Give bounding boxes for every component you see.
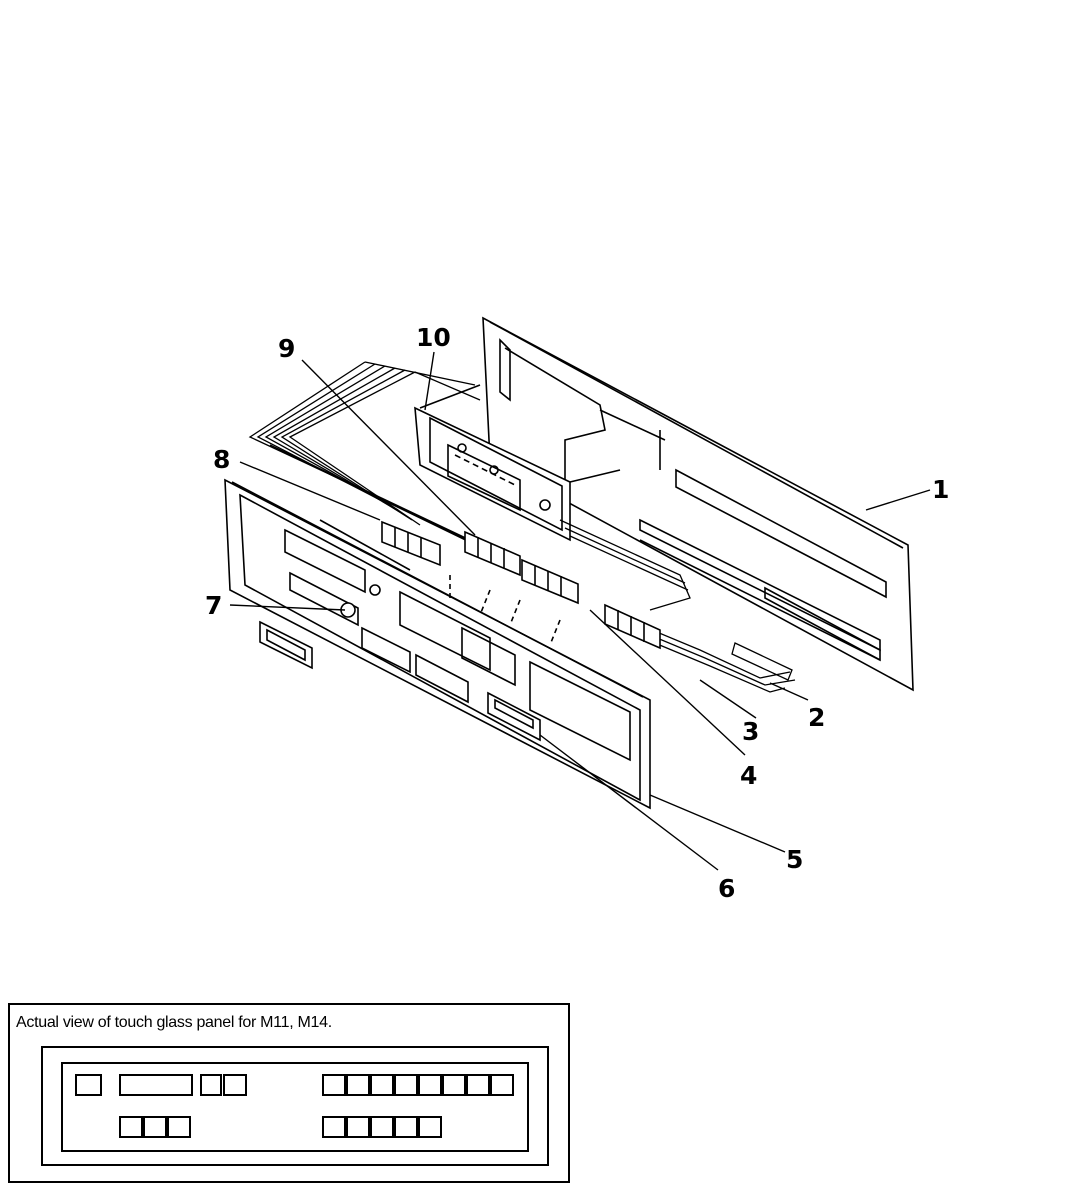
panel-outer-frame — [41, 1046, 549, 1166]
front-panel — [224, 478, 651, 810]
touch-display-window — [119, 1074, 193, 1096]
touch-key — [223, 1074, 247, 1096]
callout-4: 4 — [740, 761, 757, 790]
touch-key — [346, 1074, 370, 1096]
callout-5: 5 — [786, 845, 803, 874]
display-module — [414, 384, 621, 542]
callout-9: 9 — [278, 334, 295, 363]
touch-panel-inset: Actual view of touch glass panel for M11… — [8, 1003, 570, 1183]
callout-3: 3 — [742, 717, 759, 746]
callout-2: 2 — [808, 703, 825, 732]
callout-8: 8 — [213, 445, 230, 474]
rear-back-plate — [482, 316, 914, 692]
connector-blocks — [381, 520, 661, 650]
touch-key — [346, 1116, 370, 1138]
touch-key — [322, 1074, 346, 1096]
touch-key — [167, 1116, 191, 1138]
inset-title: Actual view of touch glass panel for M11… — [16, 1014, 332, 1031]
touch-key — [394, 1116, 418, 1138]
touch-key — [418, 1116, 442, 1138]
leader-lines — [229, 351, 931, 871]
touch-key — [490, 1074, 514, 1096]
touch-key — [200, 1074, 222, 1096]
exploded-panel-diagram: 1 2 3 4 5 6 7 8 9 10 — [205, 316, 949, 903]
callout-10: 10 — [416, 323, 451, 352]
ribbon-cable-bundle-left — [248, 361, 487, 551]
touch-key — [370, 1074, 394, 1096]
callout-6: 6 — [718, 874, 735, 903]
panel-inner-frame — [61, 1062, 529, 1152]
touch-key — [119, 1116, 143, 1138]
touch-key — [143, 1116, 167, 1138]
touch-key — [75, 1074, 102, 1096]
callout-7: 7 — [205, 591, 222, 620]
touch-key — [418, 1074, 442, 1096]
touch-key — [394, 1074, 418, 1096]
touch-key — [442, 1074, 466, 1096]
touch-key — [370, 1116, 394, 1138]
panel-sockets — [259, 620, 541, 742]
touch-key — [466, 1074, 490, 1096]
callout-1: 1 — [932, 475, 949, 504]
touch-key — [322, 1116, 346, 1138]
ribbon-cable-bundle-right — [559, 519, 796, 693]
touch-glass-panel — [41, 1046, 549, 1166]
